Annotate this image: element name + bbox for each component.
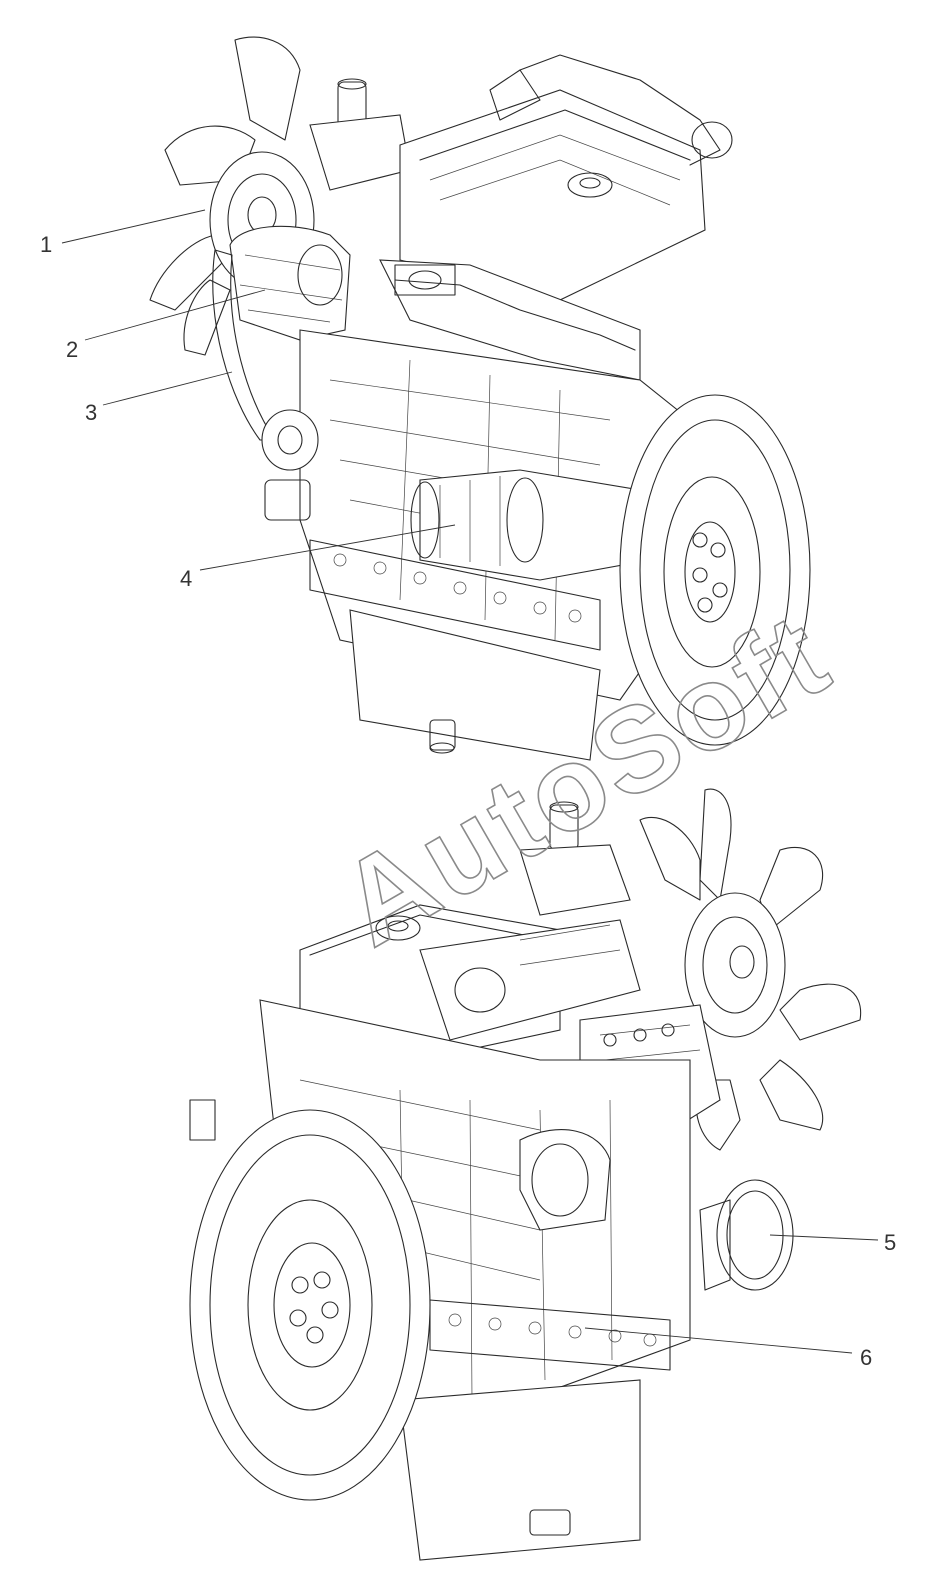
flywheel-housing-top (619, 394, 811, 746)
oil-pan-bottom (399, 1379, 641, 1561)
side-rail-bottom (429, 1299, 671, 1371)
leader-6 (584, 1327, 853, 1354)
callout-1: 1 (40, 232, 52, 257)
callout-6: 6 (860, 1345, 872, 1370)
intake-manifold-bottom (419, 919, 641, 1041)
leader-5 (769, 1234, 879, 1241)
oil-filter (699, 1179, 794, 1291)
side-rail (309, 539, 601, 651)
leader-4 (199, 524, 456, 571)
callout-2: 2 (66, 337, 78, 362)
alternator (229, 225, 351, 341)
oil-pan-top (349, 609, 601, 761)
cooling-fan-bottom (639, 788, 862, 1151)
water-outlet (309, 78, 411, 191)
callout-3: 3 (85, 400, 97, 425)
callout-5: 5 (884, 1230, 896, 1255)
feed-pump (519, 1129, 611, 1231)
leader-lines (61, 209, 879, 1354)
leader-2 (84, 289, 266, 341)
side-rail-holes (333, 553, 582, 623)
crank-pulley-top (261, 409, 319, 521)
leader-1 (61, 209, 206, 244)
engine-top-view (149, 36, 811, 761)
engine-bottom-view (189, 788, 862, 1561)
starter-motor (410, 469, 651, 581)
callout-4: 4 (180, 566, 192, 591)
head-cover-top (399, 54, 733, 301)
leader-3 (102, 371, 233, 406)
flywheel-bottom (189, 1099, 431, 1501)
water-outlet-bottom (519, 801, 631, 916)
callout-labels: 1 2 3 4 5 6 (40, 232, 896, 1370)
